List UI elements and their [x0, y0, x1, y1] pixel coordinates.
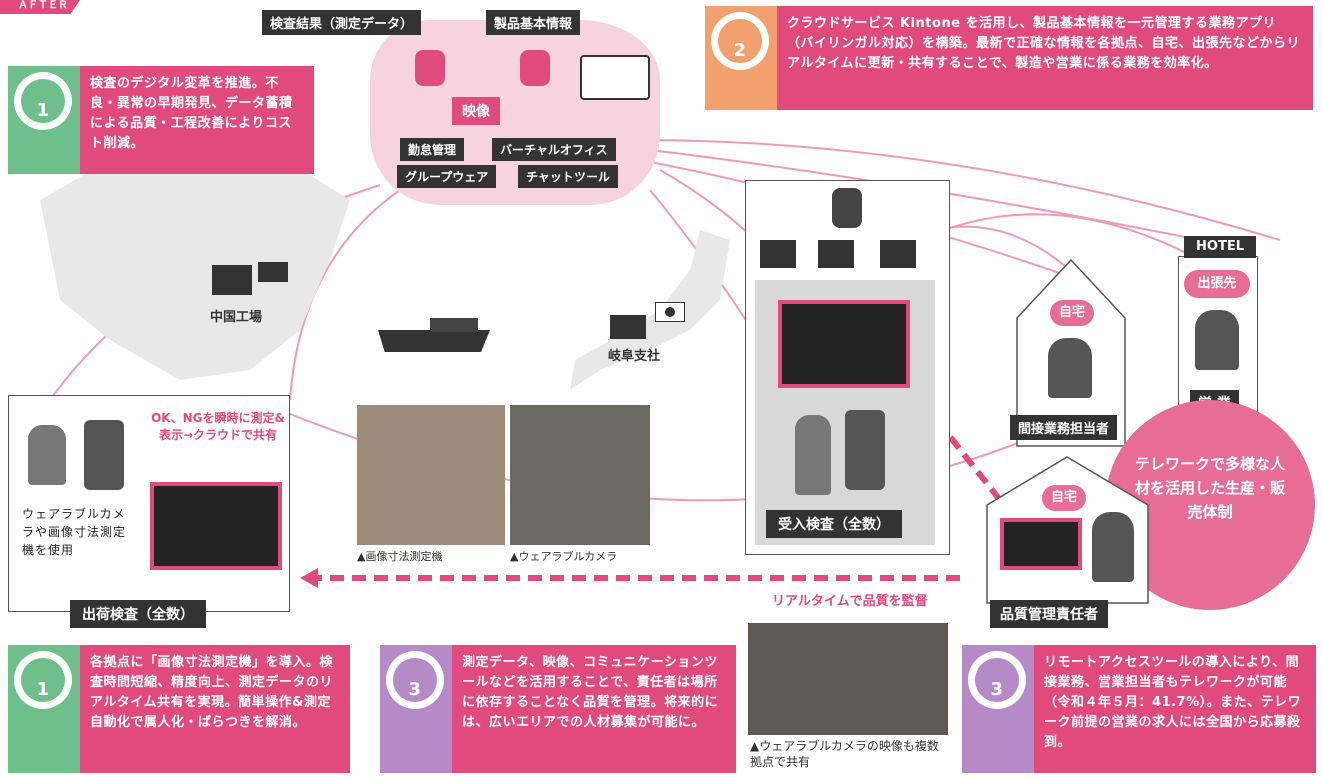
receiving-inspection-title: 受入検査（全数） — [766, 510, 902, 538]
avatar: 2 — [705, 6, 777, 110]
callout-quality: 3 測定データ、映像、コミュニケーションツールなどを活用することで、責任者は場所… — [380, 645, 736, 773]
measuring-machine-icon — [84, 420, 124, 490]
caption-measuring: ▲画像寸法測定機 — [357, 550, 443, 563]
trip-label: 出張先 — [1184, 270, 1250, 298]
shipping-inspection-title: 出荷検査（全数） — [70, 600, 206, 628]
cloud-title-inspection: 検査結果（測定データ） — [262, 10, 422, 35]
database-icon — [415, 50, 445, 86]
video-label: 映像 — [452, 97, 500, 125]
callout-digital: 1 検査のデジタル変革を推進。不良・異常の早期発見、データ蓄積による品質・工程改… — [8, 66, 314, 174]
database-icon — [520, 50, 550, 86]
inspector-icon — [28, 425, 66, 485]
china-map — [40, 150, 350, 380]
japan-flag-icon — [655, 302, 685, 322]
callout-measuring-text: 各拠点に「画像寸法測定機」を導入。検査時間短縮、精度向上、測定データのリアルタイ… — [90, 655, 334, 730]
avatar: 3 — [380, 645, 452, 773]
hotel-sign: HOTEL — [1184, 236, 1256, 258]
avatar: 3 — [962, 645, 1034, 773]
tag-virtual-office: バーチャルオフィス — [492, 138, 616, 161]
callout-digital-text: 検査のデジタル変革を推進。不良・異常の早期発見、データ蓄積による品質・工程改善に… — [90, 76, 293, 151]
badge-number: 1 — [21, 658, 65, 702]
ok-ng-text: OK、NGを瞬時に測定&表示→クラウドで共有 — [151, 411, 285, 442]
after-label: ＡＦＴＥＲ — [18, 0, 68, 11]
server-icon — [832, 188, 862, 228]
factory-icon — [610, 315, 646, 339]
photo-wearable-camera — [510, 405, 650, 545]
cloud-title-product: 製品基本情報 — [486, 10, 581, 35]
computer-icon — [880, 240, 916, 268]
gifu-label: 岐阜支社 — [608, 349, 661, 364]
china-factory-label: 中国工場 — [210, 310, 263, 325]
after-tag: ＡＦＴＥＲ — [0, 0, 80, 14]
manager-icon — [1092, 512, 1134, 582]
callout-remote: 3 リモートアクセスツールの導入により、間接業務、営業担当者もテレワークが可能（… — [962, 645, 1316, 773]
caption-wearable: ▲ウェアラブルカメラ — [510, 550, 618, 563]
avatar: 1 — [8, 66, 80, 174]
tag-groupware: グループウェア — [397, 165, 497, 188]
home-label: 自宅 — [1042, 485, 1086, 511]
wearable-text: ウェアラブルカメラや画像寸法測定機を使用 — [22, 507, 127, 557]
photo-measuring-machine — [357, 405, 505, 545]
monitor-screen — [150, 482, 282, 570]
document-icon — [580, 55, 650, 100]
photo-remote-share — [748, 623, 948, 735]
worker-icon — [1195, 310, 1239, 370]
japan-map — [570, 230, 730, 390]
avatar: 1 — [8, 645, 80, 773]
worker-icon — [1048, 338, 1092, 398]
badge-number: 2 — [718, 19, 762, 63]
badge-number: 1 — [21, 79, 65, 123]
indirect-worker-label: 間接業務担当者 — [1010, 415, 1118, 440]
telework-text: テレワークで多様な人材を活用した生産・販売体制 — [1135, 455, 1286, 521]
ship-cargo — [430, 318, 478, 332]
badge-number: 3 — [393, 658, 437, 702]
monitor-screen — [1000, 518, 1082, 570]
qa-manager-label: 品質管理責任者 — [990, 600, 1108, 628]
caption-share: ▲ウェアラブルカメラの映像も複数拠点で共有 — [750, 739, 939, 769]
home-label: 自宅 — [1050, 300, 1094, 326]
ship-icon — [378, 330, 490, 352]
badge-number: 3 — [975, 658, 1019, 702]
callout-kintone: 2 クラウドサービス Kintone を活用し、製品基本情報を一元管理する業務ア… — [705, 6, 1313, 110]
tag-chat-tool: チャットツール — [518, 165, 618, 188]
callout-remote-text: リモートアクセスツールの導入により、間接業務、営業担当者もテレワークが可能（令和… — [1044, 655, 1302, 750]
callout-quality-text: 測定データ、映像、コミュニケーションツールなどを活用することで、責任者は場所に依… — [462, 655, 719, 730]
monitor-screen — [778, 300, 910, 388]
callout-kintone-text: クラウドサービス Kintone を活用し、製品基本情報を一元管理する業務アプリ… — [787, 16, 1301, 71]
tag-attendance: 勤怠管理 — [400, 138, 465, 161]
callout-measuring: 1 各拠点に「画像寸法測定機」を導入。検査時間短縮、精度向上、測定データのリアル… — [8, 645, 350, 773]
china-flag-icon — [258, 262, 288, 282]
computer-icon — [818, 240, 854, 268]
computer-icon — [760, 240, 796, 268]
measuring-machine-icon — [845, 410, 885, 490]
factory-icon — [212, 265, 252, 295]
inspector-icon — [795, 415, 831, 495]
realtime-text: リアルタイムで品質を監督 — [772, 594, 928, 609]
